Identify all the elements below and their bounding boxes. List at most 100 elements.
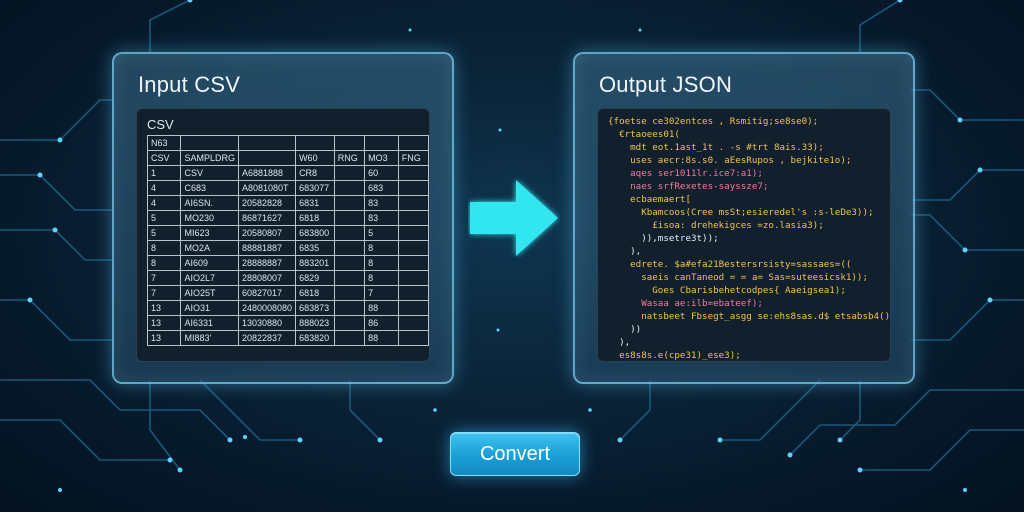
csv-cell: 13030880 [237,315,297,331]
csv-cell: 88 [364,330,399,346]
csv-cell: 7 [364,285,399,301]
csv-header-row: N63 [146,135,429,151]
csv-cell: AI609 [180,255,239,271]
csv-cell: 5 [364,225,399,241]
output-json-panel: Output JSON {foetse ce302entces , Rsmiti… [573,52,915,384]
code-line: )) [608,324,642,335]
csv-cell: 28888887 [237,255,297,271]
csv-cell: 88 [364,300,399,316]
csv-cell: 8 [146,255,182,271]
csv-cell [397,180,429,196]
csv-cell: 83 [364,195,399,211]
csv-header-cell: SAMPLDRG [180,150,239,166]
csv-cell: AIO25T [180,285,239,301]
csv-cell: A6881888 [237,165,297,181]
csv-cell [333,195,366,211]
csv-cell [397,300,429,316]
csv-cell: 4 [146,180,182,196]
code-line: £isoa: drehekigces =zo.lasia3); [608,220,824,231]
csv-cell: MO2A [180,240,239,256]
csv-cell: 13 [146,315,182,331]
csv-header-cell: CSV [146,150,182,166]
csv-cell [333,315,366,331]
code-line: )),msetre3t)); [608,233,719,244]
csv-cell: 683077 [295,180,335,196]
code-line: Wasaa ae:ilb=ebateef); [608,298,763,309]
csv-cell [333,300,366,316]
csv-cell: AIO2L7 [180,270,239,286]
csv-header-cell [295,135,335,151]
convert-button[interactable]: Convert [450,432,580,476]
json-code-block: {foetse ce302entces , Rsmitig;se8se0); €… [608,115,890,361]
csv-cell: 86 [364,315,399,331]
csv-cell: 2480008080 [237,300,297,316]
csv-cell [333,270,366,286]
csv-cell: 683 [364,180,399,196]
csv-cell: MI883' [180,330,239,346]
code-line: Kbamcoos(Cree msSt;esieredel's :s-leDe3)… [608,207,874,218]
csv-cell: AI6331 [180,315,239,331]
code-line: saeis canTaneod = = a= Sas=suteesicsk1))… [608,272,868,283]
csv-cell [397,210,429,226]
csv-header-cell: RNG [333,150,366,166]
csv-cell: AI6SN. [180,195,239,211]
csv-cell: 8 [364,270,399,286]
csv-cell [333,180,366,196]
code-line: ), [608,337,631,348]
csv-cell: 60827017 [237,285,297,301]
csv-cell: 13 [146,300,182,316]
csv-header-cell: N63 [146,135,182,151]
csv-cell: 86871627 [237,210,297,226]
csv-cell: 683800 [295,225,335,241]
csv-cell [333,240,366,256]
csv-cell [397,195,429,211]
csv-cell: 683820 [295,330,335,346]
csv-cell: 60 [364,165,399,181]
csv-cell [333,255,366,271]
csv-cell: CSV [180,165,239,181]
csv-cell: 6835 [295,240,335,256]
csv-cell [397,255,429,271]
csv-cell: 88881887 [237,240,297,256]
csv-cell: MI623 [180,225,239,241]
csv-header-cell: MO3 [364,150,399,166]
csv-cell: 888023 [295,315,335,331]
csv-cell: 1 [146,165,182,181]
csv-header-cell: W60 [295,150,335,166]
code-line: {foetse ce302entces , Rsmitig;se8se0); [608,116,819,127]
code-line: Goes Cbarisbehetcodpes{ Aaeigsea1); [608,285,846,296]
csv-cell [397,315,429,331]
csv-cell: A8081080T [237,180,297,196]
csv-cell: 13 [146,330,182,346]
csv-label: CSV [147,117,174,132]
csv-cell: 6818 [295,285,335,301]
code-line: mdt eot.1ast_1t . -s #trt 8ais.33); [608,142,824,153]
csv-cell: MO230 [180,210,239,226]
csv-cell: 7 [146,270,182,286]
csv-cell: 6818 [295,210,335,226]
json-viewer[interactable]: {foetse ce302entces , Rsmitig;se8se0); €… [597,108,891,362]
csv-cell: 883201 [295,255,335,271]
code-line: uses aecr:8s.s0. aEesRupos , bejkite1o); [608,155,852,166]
csv-header-cell [364,135,399,151]
csv-cell: 83 [364,210,399,226]
csv-cell [397,330,429,346]
csv-cell [397,270,429,286]
csv-cell: 20582828 [237,195,297,211]
csv-cell: 28808007 [237,270,297,286]
csv-cell: 5 [146,210,182,226]
code-line: €rtaoees01( [608,129,680,140]
